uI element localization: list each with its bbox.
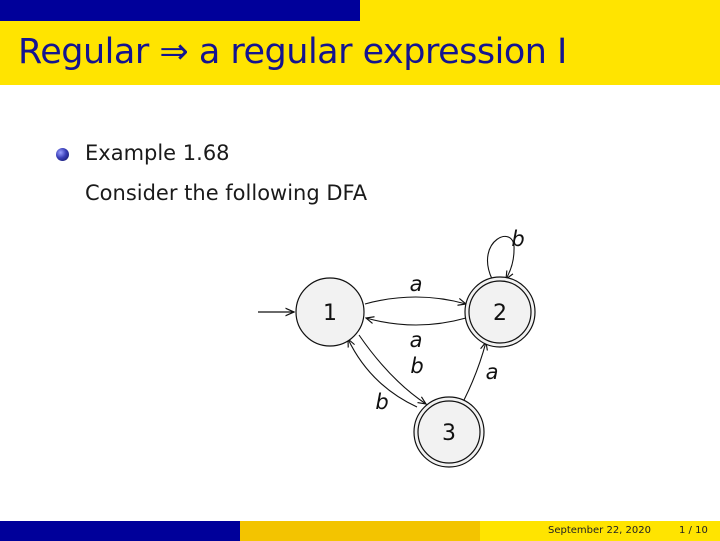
state-2-label: 2	[493, 301, 507, 326]
edge-label-3-2: a	[486, 360, 499, 384]
example-description: Consider the following DFA	[85, 181, 368, 205]
title-bar	[0, 21, 720, 85]
edge-label-1-3: b	[410, 354, 423, 378]
example-label: Example 1.68	[85, 141, 230, 165]
edge-2-1-a	[366, 318, 467, 326]
state-3-label: 3	[442, 421, 456, 446]
edge-label-3-1: b	[375, 390, 388, 414]
edge-label-2-1: a	[410, 328, 423, 352]
edge-label-1-2: a	[410, 272, 423, 296]
state-1-label: 1	[323, 301, 337, 326]
footer-progress-left	[0, 521, 240, 541]
state-3: 3	[413, 396, 485, 468]
edge-3-2-a	[463, 342, 486, 401]
edge-1-2-a	[364, 296, 466, 304]
state-1: 1	[295, 277, 365, 347]
edge-3-1-b	[348, 339, 418, 408]
footer-progress-mid	[240, 521, 480, 541]
edge-label-2-2: b	[511, 227, 524, 251]
footer-date: September 22, 2020	[548, 525, 651, 536]
top-bar-progress	[0, 0, 360, 21]
slide-title: Regular ⇒ a regular expression I	[18, 32, 567, 72]
edge-1-3-b	[358, 334, 426, 404]
state-2: 2	[464, 276, 536, 348]
bullet-icon	[56, 148, 69, 161]
edge-2-2-b	[486, 235, 515, 279]
footer-page-number: 1 / 10	[679, 525, 708, 536]
